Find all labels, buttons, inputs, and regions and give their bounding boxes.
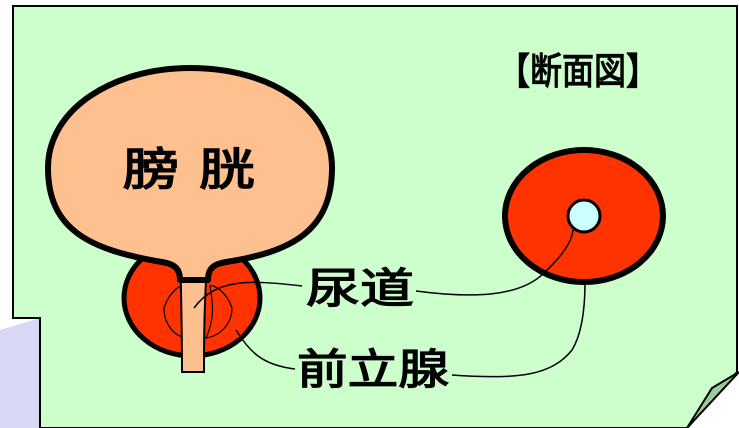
urethra-label: 尿道 [306,264,414,313]
side-tab [0,318,40,428]
bladder [45,65,335,283]
prostate-lobe-right [205,285,233,339]
prostate-label: 前立腺 [297,345,450,394]
section-title: 【断面図】 [498,50,658,93]
prostate-leader-left [235,329,296,370]
bladder-label: 膀 胱 [123,143,255,196]
urethra-leader-right [415,229,574,296]
cross-section-urethra [566,198,602,234]
urethra-leader-left [193,281,303,309]
panel-page-fold [686,371,739,428]
prostate-leader-right [451,281,586,378]
